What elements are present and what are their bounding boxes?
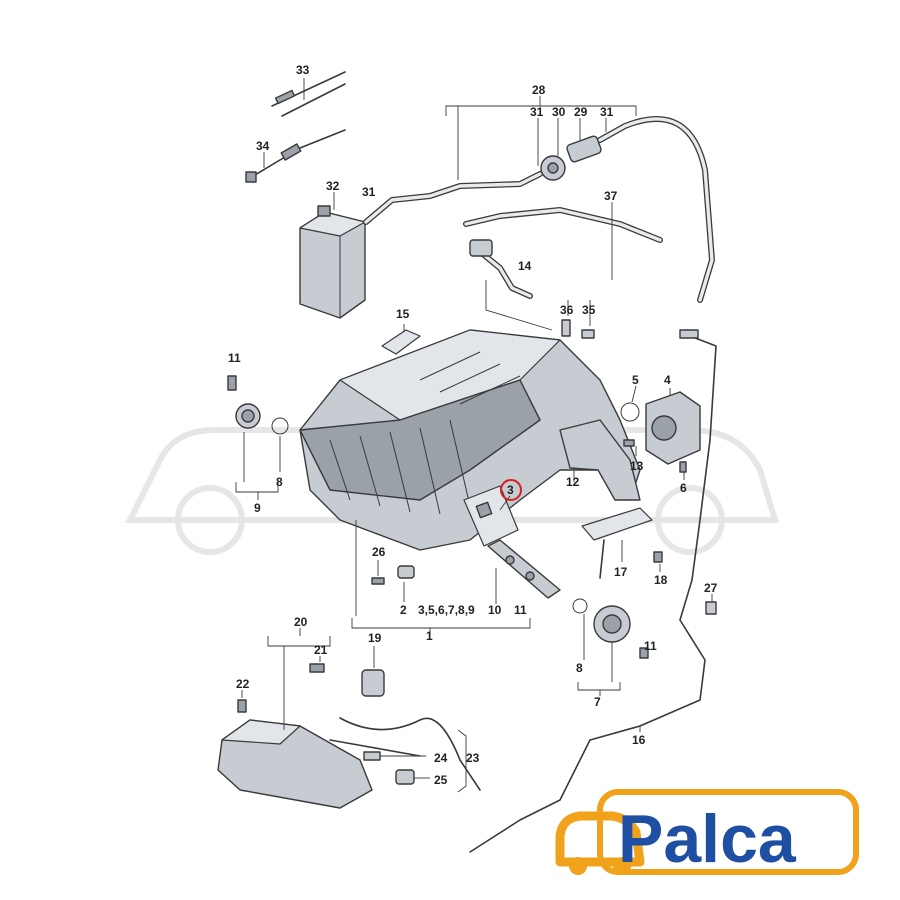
part-9-flange-left <box>227 375 289 500</box>
part-34-wire <box>245 129 346 183</box>
callout-22: 22 <box>236 677 250 691</box>
callout-35: 35 <box>582 303 596 317</box>
callout-8: 8 <box>276 475 283 489</box>
callout-14: 14 <box>518 259 532 273</box>
callout-27: 27 <box>704 581 718 595</box>
callout-3-highlight: 3 <box>500 479 522 501</box>
callout-4: 4 <box>664 373 671 387</box>
callout-36: 36 <box>560 303 574 317</box>
part-13-bolt <box>623 439 637 456</box>
callout-20: 20 <box>294 615 308 629</box>
callout-15: 15 <box>396 307 410 321</box>
callout-37: 37 <box>604 189 618 203</box>
callout-8: 8 <box>576 661 583 675</box>
callout-24: 24 <box>434 751 448 765</box>
part-6-bolt <box>679 461 687 480</box>
callout-32: 32 <box>326 179 340 193</box>
part-16-vacuum-line <box>469 619 706 853</box>
part-36-35-fittings <box>561 300 595 339</box>
callout-31: 31 <box>362 185 376 199</box>
part-22-bolt <box>237 690 247 713</box>
part-18-bolt <box>653 551 663 572</box>
callout-29: 29 <box>574 105 588 119</box>
callout-7: 7 <box>594 695 601 709</box>
callout-19: 19 <box>368 631 382 645</box>
callout-33: 33 <box>296 63 310 77</box>
callout-12: 12 <box>566 475 580 489</box>
callout-18: 18 <box>654 573 668 587</box>
part-32-canister <box>299 192 366 319</box>
part-12-support <box>559 419 641 501</box>
part-10-fuel-rail <box>487 539 561 604</box>
callout-1: 1 <box>426 629 433 643</box>
callout-31: 31 <box>600 105 614 119</box>
callout-5: 5 <box>632 373 639 387</box>
callout-13: 13 <box>630 459 644 473</box>
part-26-bolt <box>371 560 385 585</box>
callout-17: 17 <box>614 565 628 579</box>
palca-logo: Palca <box>555 789 859 877</box>
callout-6: 6 <box>680 481 687 495</box>
part-30-valve <box>540 155 566 181</box>
callout-23: 23 <box>466 751 480 765</box>
callout-34: 34 <box>256 139 270 153</box>
callout-28: 28 <box>532 83 546 97</box>
callout-11: 11 <box>228 351 241 365</box>
part-3-gasket <box>463 485 519 547</box>
callout-11: 11 <box>514 603 527 617</box>
callout-25: 25 <box>434 773 448 787</box>
part-37-hose <box>463 202 663 280</box>
part-25-valve <box>395 769 430 785</box>
part-15-plate <box>381 324 421 355</box>
callout-30: 30 <box>552 105 566 119</box>
callout-3: 3 <box>507 483 514 497</box>
part-14-elbow <box>469 239 553 331</box>
part-27-clip <box>705 594 717 615</box>
part-4-throttle-body <box>645 388 701 465</box>
sensor-wire-right <box>679 329 717 621</box>
part-21-clip <box>309 656 325 673</box>
part-24-fitting <box>363 751 426 761</box>
part-5-o-ring <box>620 385 640 422</box>
part-2-sensor <box>397 565 415 602</box>
part-23-hoses <box>329 717 481 793</box>
callout-group: 3,5,6,7,8,9 <box>418 603 475 617</box>
logo-text: Palca <box>618 801 797 877</box>
part-20-resonator <box>217 628 373 809</box>
callout-21: 21 <box>314 643 328 657</box>
callout-31: 31 <box>530 105 544 119</box>
part-29-valve <box>566 135 602 163</box>
callout-26: 26 <box>372 545 386 559</box>
vent-hose-upper <box>363 116 715 303</box>
part-17-bracket <box>581 507 653 579</box>
callout-10: 10 <box>488 603 502 617</box>
callout-labels: 33 34 28 31 30 29 31 32 31 37 14 36 35 1… <box>228 63 718 787</box>
callout-16: 16 <box>632 733 646 747</box>
part-1-intake-manifold <box>299 329 641 616</box>
callout-9: 9 <box>254 501 261 515</box>
callout-11: 11 <box>644 639 657 653</box>
part-19-valve <box>361 646 385 697</box>
bracket-1 <box>351 618 531 638</box>
bracket-28 <box>445 96 637 180</box>
part-7-flange-right <box>572 598 649 696</box>
part-33-wire <box>271 71 346 117</box>
callout-2: 2 <box>400 603 407 617</box>
